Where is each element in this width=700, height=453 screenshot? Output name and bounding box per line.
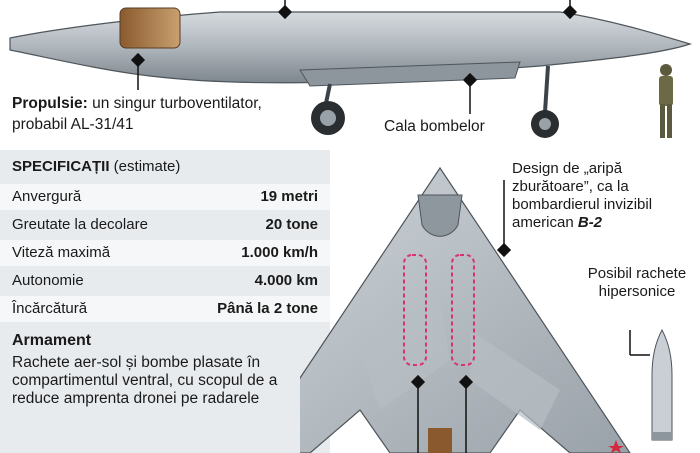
armament-title: Armament <box>12 332 92 349</box>
engine-nozzle <box>119 7 181 49</box>
air-intake <box>417 194 463 237</box>
specs-title: SPECIFICAȚII (estimate) <box>12 158 181 175</box>
bomb-bay-left <box>403 254 427 366</box>
bomb-bay-label: Cala bombelor <box>384 118 485 135</box>
bomb-bay <box>299 61 521 87</box>
propulsion-label: Propulsie: un singur turboventilator, pr… <box>12 95 262 133</box>
armament-text: Rachete aer-sol și bombe plasate în comp… <box>12 354 278 407</box>
hypersonic-missile <box>629 328 673 441</box>
drone-side-view <box>9 0 692 138</box>
drone-top-view <box>300 166 673 453</box>
bomb-bay-right <box>451 254 475 366</box>
star-insignia-right <box>608 440 624 453</box>
soldier-figure <box>659 64 673 138</box>
missile-label: Posibil rachete hipersonice <box>587 265 687 300</box>
exhaust <box>428 428 452 453</box>
design-label: Design de „aripă zburătoare”, ca la bomb… <box>512 160 653 231</box>
